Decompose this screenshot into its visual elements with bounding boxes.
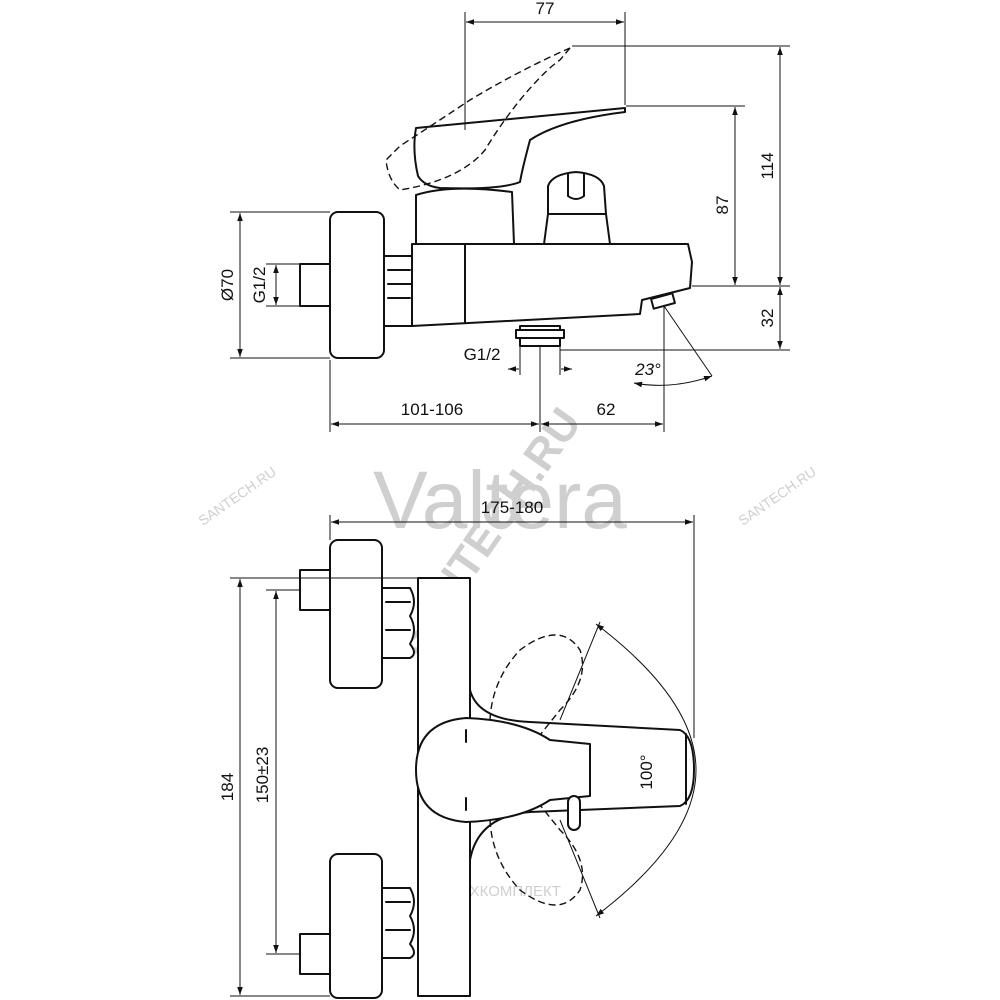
dim-outlet-to-spout: 62: [597, 400, 616, 419]
dim-handle-height: 87: [713, 196, 732, 215]
lever-handle: [413, 107, 626, 190]
dim-handle-reach: 77: [536, 0, 555, 18]
outlet-ring: [515, 329, 565, 339]
upper-inlet: [299, 569, 331, 611]
spout-axis-line: [663, 305, 713, 377]
site-watermark-small-left: SANTECH.RU: [195, 463, 279, 528]
dim-lever-rotation: 100°: [637, 754, 656, 789]
dim-spout-angle: 23°: [634, 360, 661, 379]
dim-wall-to-outlet: 101-106: [401, 400, 463, 419]
dim-overall-height: 184: [218, 773, 237, 801]
diverter-pin: [567, 795, 581, 831]
upper-hex-nut: [381, 587, 415, 659]
wall-flange: [329, 211, 385, 359]
lever-cap: [415, 717, 591, 823]
brand-watermark: Valtera: [373, 455, 627, 546]
inlet-thread: [299, 263, 331, 307]
lower-inlet: [299, 933, 331, 975]
side-view-dimensions: 77 114 87 32 Ø70 G1/2 G1/2 23°: [218, 0, 790, 432]
dim-spout-drop: 32: [758, 309, 777, 328]
dim-inlet-thread: G1/2: [250, 267, 269, 304]
front-view-dimensions: 175-180 184 150±23 100°: [218, 498, 697, 997]
dim-overall-width: 175-180: [481, 498, 543, 517]
cartridge-column: [415, 187, 515, 245]
dim-outlet-thread: G1/2: [464, 345, 501, 364]
lower-flange: [329, 853, 383, 999]
side-view: [299, 47, 693, 359]
front-view: [299, 539, 695, 999]
watermark-layer: Valtera SANTECH.RU SANTECH.RU SANTECH.RU…: [195, 399, 819, 900]
site-watermark-small-right: SANTECH.RU: [735, 463, 819, 528]
upper-flange: [329, 539, 383, 689]
diverter-knob: [543, 171, 611, 245]
dim-inlet-spacing: 150±23: [253, 747, 272, 804]
dim-total-height: 114: [758, 152, 777, 179]
spout-body: [411, 243, 693, 327]
dim-flange-diameter: Ø70: [218, 269, 237, 301]
lower-hex-nut: [381, 887, 415, 959]
lever-raised-outline: [385, 47, 571, 191]
